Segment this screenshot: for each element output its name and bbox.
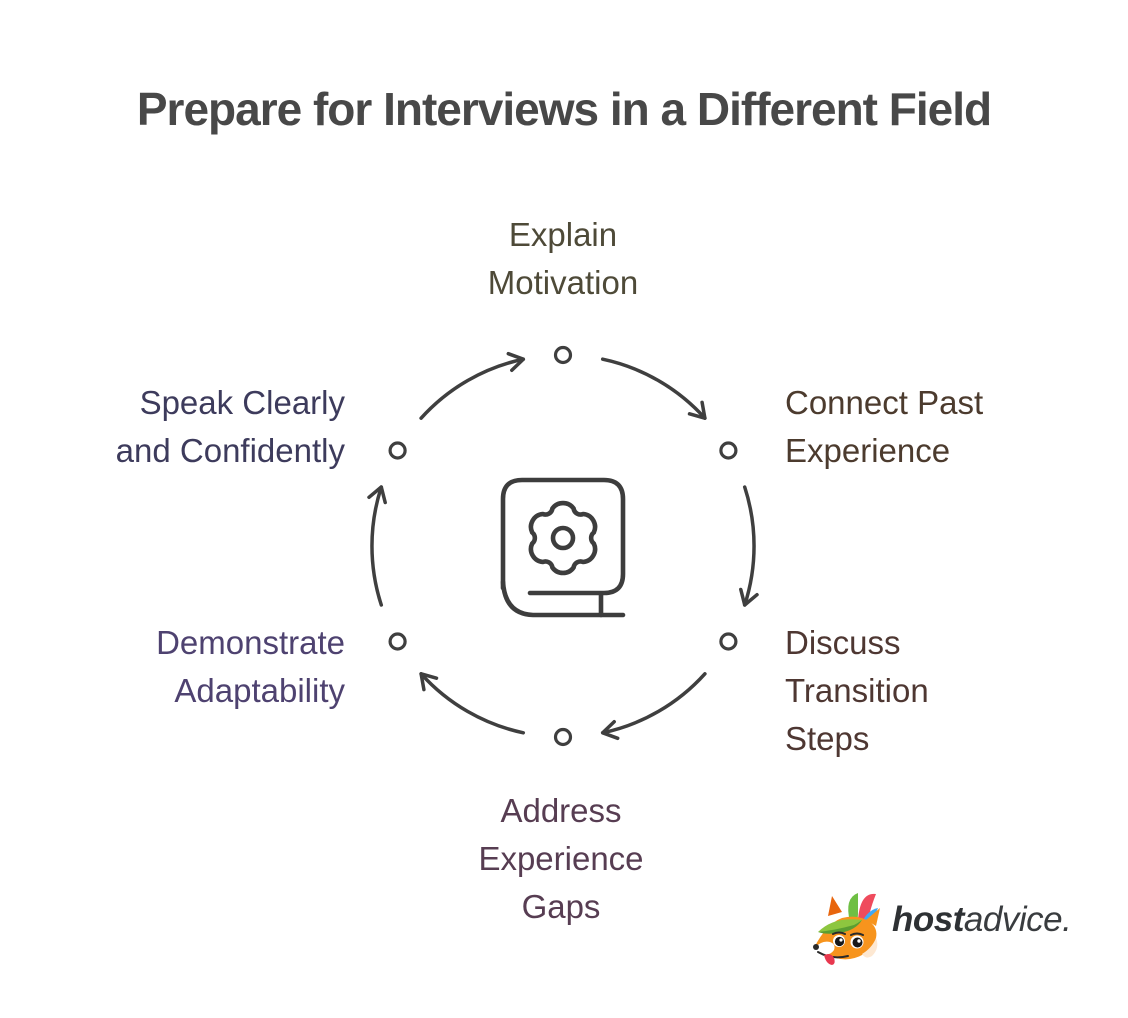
node-dot: [553, 727, 573, 747]
arrowhead-icon: [506, 351, 526, 373]
arrowhead-icon: [739, 587, 759, 607]
arrowhead-icon: [419, 672, 439, 692]
cycle-arc: [742, 485, 756, 607]
step-line: Gaps: [521, 888, 601, 925]
step-line: Motivation: [487, 264, 639, 301]
step-line: Discuss: [785, 624, 901, 661]
logo-word-host: host: [892, 900, 964, 939]
node-dot: [388, 441, 407, 460]
logo-wordmark: hostadvice.: [892, 900, 1072, 940]
cycle-arc: [600, 672, 707, 735]
fox-ear: [866, 908, 880, 926]
fox-muzzle: [814, 941, 835, 955]
cycle-arc: [370, 485, 384, 607]
step-label-speak-clearly-and-confidently: Speak Clearly and Confidently: [45, 379, 345, 475]
fox-pupil: [852, 937, 863, 948]
step-line: Address: [500, 792, 622, 829]
leaf-hat: [818, 919, 862, 932]
node-dot: [388, 632, 407, 651]
hostadvice-logo: hostadvice.: [806, 884, 1076, 968]
eye-highlight: [839, 938, 843, 942]
step-line: Adaptability: [174, 672, 345, 709]
gear-icon: [528, 500, 598, 576]
arrowhead-icon: [600, 719, 620, 741]
gear-center: [550, 525, 576, 551]
page-title: Prepare for Interviews in a Different Fi…: [136, 83, 992, 135]
step-label-explain-motivation: Explain Motivation: [413, 211, 713, 307]
node-dot: [553, 345, 573, 365]
step-label-connect-past-experience: Connect Past Experience: [785, 379, 1055, 475]
step-line: Experience: [478, 840, 644, 877]
step-label-discuss-transition-steps: Discuss Transition Steps: [785, 619, 1055, 763]
step-line: Speak Clearly: [139, 384, 345, 421]
fox-cheek: [862, 938, 878, 958]
step-line: Experience: [785, 432, 951, 469]
fox-mascot-icon: [813, 893, 880, 965]
crest-feather-red: [858, 893, 876, 924]
step-label-address-experience-gaps: Address Experience Gaps: [411, 787, 711, 931]
step-line: Transition: [785, 672, 929, 709]
step-line: Connect Past: [785, 384, 984, 421]
book-gear-icon: [500, 477, 626, 618]
fox-brow: [850, 932, 864, 936]
cycle-arc: [419, 357, 526, 420]
leaf-hat-edge: [818, 920, 862, 934]
arrowhead-icon: [687, 400, 707, 420]
fox-brow: [832, 931, 846, 935]
cycle-diagram: [367, 345, 759, 747]
cycle-arc: [600, 357, 707, 420]
fox-nose: [813, 944, 819, 950]
step-label-demonstrate-adaptability: Demonstrate Adaptability: [45, 619, 345, 715]
cycle-arc: [419, 672, 526, 735]
step-line: Steps: [785, 720, 870, 757]
node-dot: [719, 441, 738, 460]
fox-ear: [828, 896, 842, 916]
logo-word-advice: advice.: [963, 900, 1072, 939]
fox-tongue: [824, 954, 835, 965]
step-line: Demonstrate: [156, 624, 345, 661]
step-line: and Confidently: [115, 432, 345, 469]
arrowhead-icon: [367, 485, 387, 505]
book-spine: [500, 579, 626, 618]
eye-highlight: [857, 939, 861, 943]
node-dot: [719, 632, 738, 651]
book-icon: [500, 477, 626, 596]
fox-pupil: [834, 936, 845, 947]
step-line: Explain: [508, 216, 618, 253]
